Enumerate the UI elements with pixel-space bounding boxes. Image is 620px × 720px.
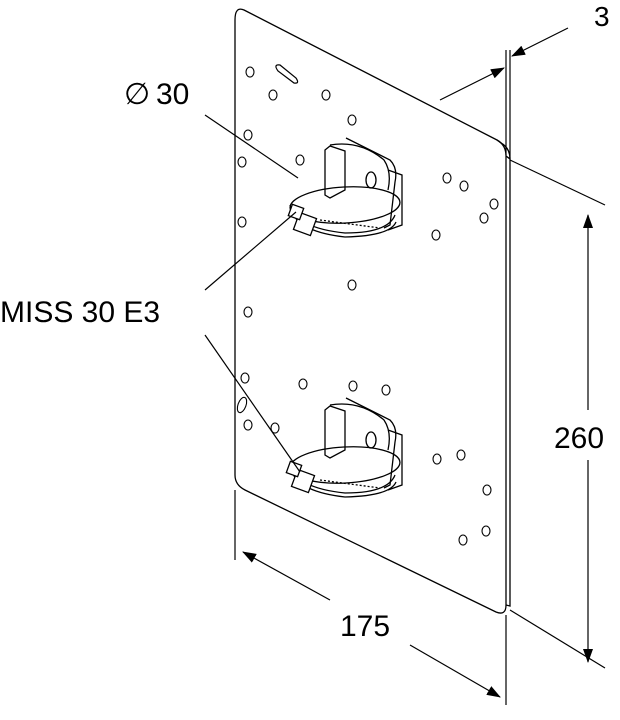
leader-lines [204,114,301,473]
slot-hole [275,64,299,84]
upper-clamp [287,137,403,238]
part-number-label: MISS 30 E3 [0,296,160,329]
height-dimension [509,159,606,669]
diameter-symbol: ∅ [124,78,150,111]
leader-part-lower [204,334,301,473]
lower-clamp [285,397,403,498]
thickness-dimension [439,27,569,158]
mounting-holes [236,66,499,546]
diameter-label: 30 [156,78,189,111]
height-label: 260 [554,422,604,455]
thickness-label: 3 [594,1,610,32]
leader-part-upper [204,211,297,291]
mounting-plate [234,8,511,614]
width-dimension [234,490,507,705]
width-label: 175 [340,610,390,643]
leader-diameter [204,114,299,179]
